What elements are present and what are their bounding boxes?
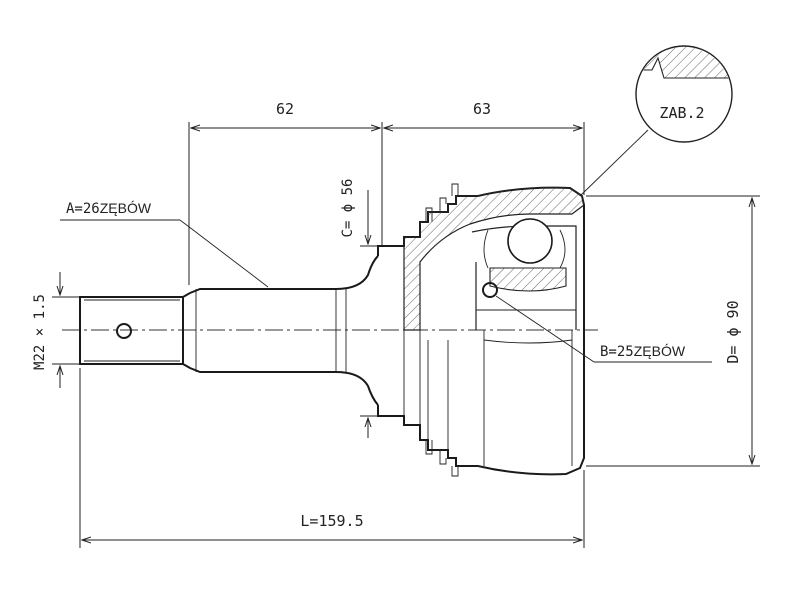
spline-b-label: B=25ZĘBÓW (600, 343, 686, 360)
seat-diameter-dimension (360, 190, 378, 438)
cotter-hole (116, 323, 132, 339)
detail-label: ZAB.2 (659, 104, 704, 122)
dim-c-label: C= ϕ 56 (340, 178, 356, 237)
detail-callout (579, 45, 733, 197)
thread-label: M22 × 1.5 (32, 294, 48, 370)
spline-a-label: A=26ZĘBÓW (66, 200, 152, 217)
length-l-label: L=159.5 (300, 512, 363, 530)
dim-62-label: 62 (276, 100, 294, 118)
detail-hatch (637, 47, 731, 79)
outer-diameter-dimension (586, 195, 760, 467)
outer-bell-housing (403, 186, 585, 476)
inner-race-section (489, 267, 567, 292)
dim-d-label: D= ϕ 90 (724, 300, 742, 363)
top-dimensions (188, 122, 585, 285)
total-length-dimension (79, 368, 585, 548)
shaft (79, 255, 379, 406)
ball-bearing (507, 218, 553, 264)
thread-dimension (52, 272, 80, 388)
dim-63-label: 63 (473, 100, 491, 118)
housing-section-hatch (403, 187, 585, 331)
inner-spline-marker (482, 282, 498, 298)
spline-a-leader (60, 219, 269, 288)
spline-b-leader (495, 295, 712, 363)
